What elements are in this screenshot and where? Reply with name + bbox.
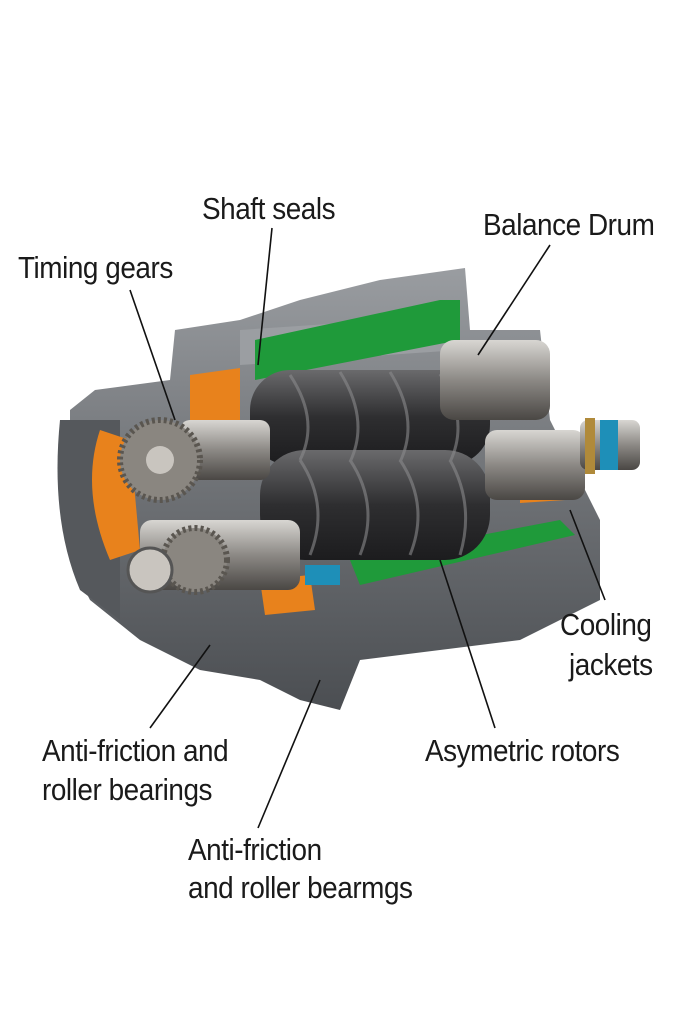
leader-bearings-bottom (257, 679, 321, 829)
label-bearings-left-line1: Anti-friction and (42, 733, 229, 768)
label-cooling-jackets-line1: Cooling (560, 607, 652, 642)
asymetric-rotors (250, 370, 490, 560)
label-balance-drum: Balance Drum (483, 207, 655, 242)
leader-asymetric-rotors (439, 559, 496, 729)
label-bearings-bottom-line1: Anti-friction (188, 832, 322, 867)
label-asymetric-rotors: Asymetric rotors (425, 733, 620, 768)
label-bearings-bottom-line2: and roller bearmgs (188, 870, 413, 905)
label-timing-gears: Timing gears (18, 250, 173, 285)
leader-bearings-left (149, 644, 211, 729)
label-bearings-left-line2: roller bearings (42, 772, 213, 807)
label-shaft-seals: Shaft seals (202, 191, 336, 226)
leader-timing-gears (129, 289, 176, 421)
leader-cooling-jackets (569, 509, 606, 601)
leader-lines (129, 227, 606, 829)
label-cooling-jackets-line2: jackets (569, 647, 653, 682)
leader-shaft-seals (257, 227, 273, 366)
timing-gears (117, 417, 230, 595)
leader-balance-drum (477, 244, 551, 356)
